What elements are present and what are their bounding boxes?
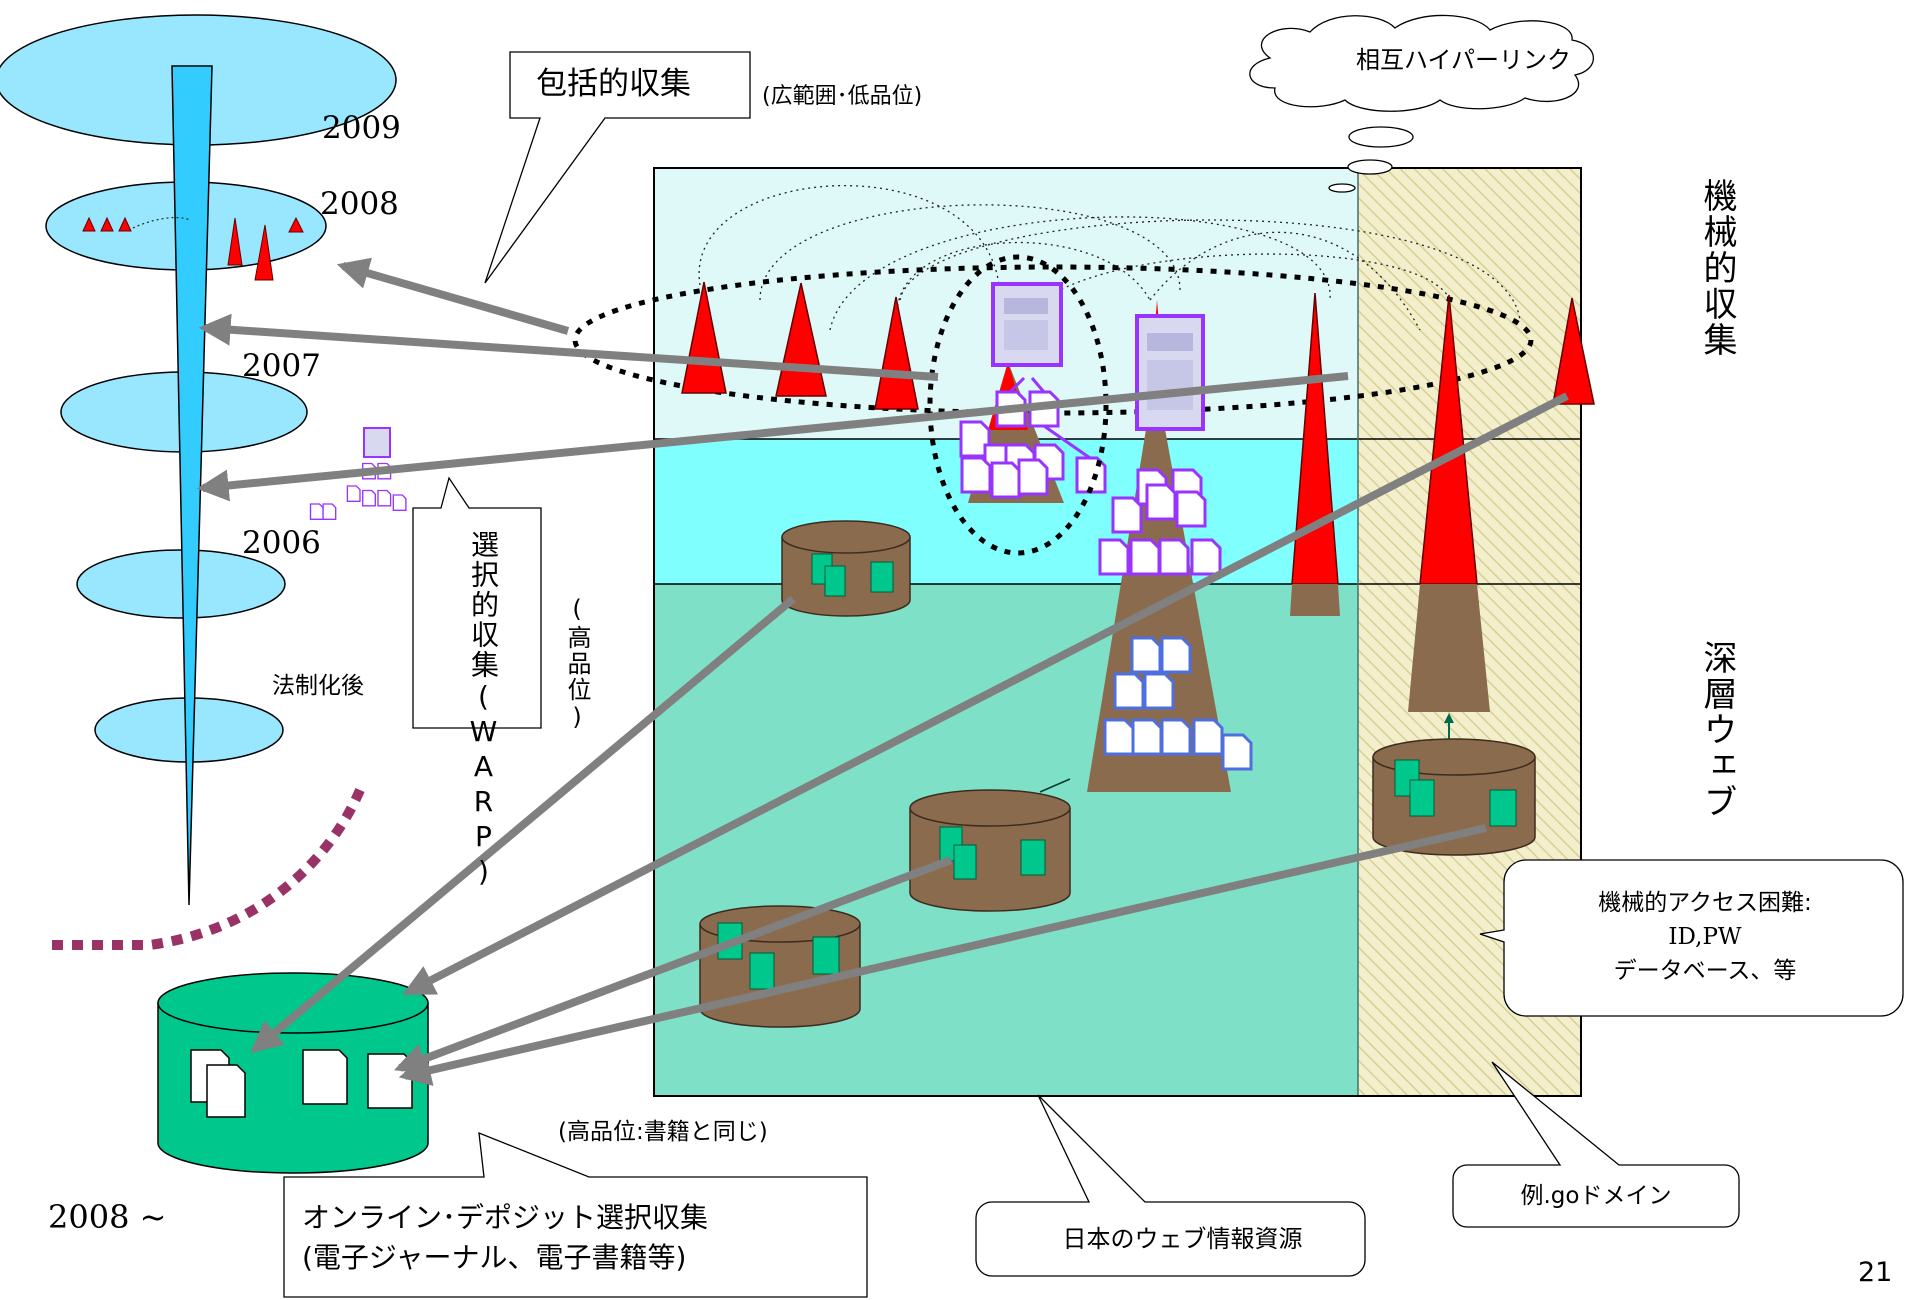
mutual-hyperlink-label: 相互ハイパーリンク <box>1356 46 1572 74</box>
go-domain-label: 例.goドメイン <box>1520 1183 1672 1209</box>
collection-arrows <box>196 257 1569 1086</box>
selective-site-center <box>1087 300 1253 792</box>
disc-2006 <box>76 549 286 619</box>
web-resource-area <box>653 167 1582 1097</box>
online-deposit-line-2: (電子ジャーナル、電子書籍等) <box>302 1241 687 1274</box>
warp-mini-icon <box>309 427 407 520</box>
selective-quality-note: (高品位) <box>563 595 591 733</box>
selective-collection-label: 選択的収集(WARP) <box>467 530 500 890</box>
after-legislation-label: 法制化後 <box>272 673 364 699</box>
year-2006: 2006 <box>242 525 321 561</box>
deposit-archive-db <box>157 972 429 1174</box>
comprehensive-collection-label: 包括的収集 <box>536 66 691 102</box>
year-2008: 2008 <box>320 186 399 222</box>
deep-db-go <box>1372 738 1536 856</box>
year-2007: 2007 <box>242 348 321 384</box>
hard-access-callout: 機械的アクセス困難: ID,PW データベース、等 <box>1510 862 1900 1012</box>
hard-access-line-3: データベース、等 <box>1613 958 1797 984</box>
deep-peaks <box>1290 292 1490 772</box>
deep-db-1 <box>781 520 911 617</box>
hyperlink-arcs <box>698 185 1521 331</box>
online-deposit-label: オンライン･デポジット選択収集 (電子ジャーナル、電子書籍等) <box>302 1198 708 1278</box>
callout-shapes <box>283 14 1904 1298</box>
archive-timeline <box>0 14 397 906</box>
page-number: 21 <box>1858 1257 1893 1288</box>
year-2008-onward: 2008 ~ <box>48 1198 167 1236</box>
legislation-dotted-curve <box>50 788 365 950</box>
machine-collection-label: 機械的収集 <box>1697 178 1737 358</box>
japan-web-resources-label: 日本のウェブ情報資源 <box>1062 1225 1303 1253</box>
selective-scope-ellipse <box>927 254 1109 556</box>
hard-access-line-1: 機械的アクセス困難: <box>1598 890 1812 916</box>
year-2009: 2009 <box>322 110 401 146</box>
selective-site-left <box>959 282 1107 503</box>
hard-access-line-2: ID,PW <box>1668 924 1742 950</box>
deep-web-label: 深層ウェブ <box>1697 640 1737 820</box>
comprehensive-quality-note: (広範囲･低品位) <box>762 84 923 109</box>
deep-db-2 <box>909 789 1071 912</box>
online-deposit-line-1: オンライン･デポジット選択収集 <box>302 1201 709 1234</box>
high-quality-book-note: (高品位:書籍と同じ) <box>558 1119 768 1145</box>
